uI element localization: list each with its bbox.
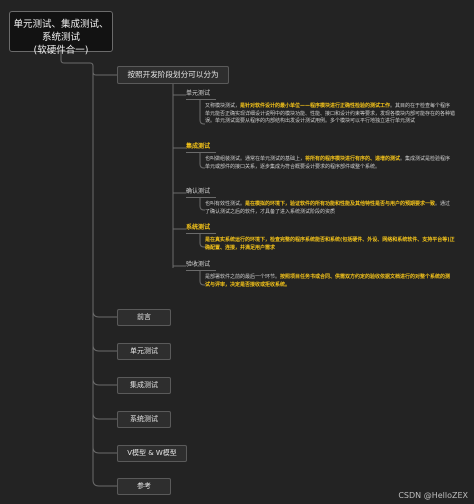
node-v-w-model[interactable]: V模型 & W模型 [117, 445, 187, 462]
highlighted-text: 是在真实系统运行的环境下，检查完整的程序系统能否和系统(包括硬件、外设、网络和系… [205, 237, 455, 251]
desc-text: 是部署软件之前的最后一个环节。 [205, 274, 281, 280]
root-subtitle: (软硬件合一) [33, 45, 89, 56]
node-preface[interactable]: 前言 [117, 309, 171, 326]
tag-system-test[interactable]: 系统测试 [186, 224, 211, 231]
highlighted-text: 是在模拟的环境下，验证软件的所有功能和性能及其他特性是否与用户的预期要求一致 [245, 201, 436, 207]
node-references[interactable]: 参考 [117, 478, 171, 495]
desc-text: 也叫有效性测试。 [205, 201, 246, 207]
branch-node-by-stage[interactable]: 按照开发阶段划分可以分为 [117, 66, 229, 84]
node-unit-test[interactable]: 单元测试 [117, 343, 171, 360]
node-system-test[interactable]: 系统测试 [117, 411, 171, 428]
tag-acceptance-test[interactable]: 验收测试 [186, 261, 211, 268]
root-title: 单元测试、集成测试、系统测试 [13, 19, 109, 43]
highlighted-text: 按照项目任务书或合同、供需双方约定的验收依据文档进行的对整个系统的测试与评审，决… [205, 274, 451, 288]
tag-integration-test[interactable]: 集成测试 [186, 143, 211, 150]
tag-underline [186, 99, 216, 100]
desc-text: 又称模块测试， [205, 103, 241, 109]
highlighted-text: 是针对软件设计的最小单位——程序模块进行正确性检验的测试工作 [240, 103, 391, 109]
desc-system-test: 是在真实系统运行的环境下，检查完整的程序系统能否和系统(包括硬件、外设、网络和系… [205, 237, 455, 252]
watermark: CSDN @HelloZEX [398, 491, 468, 500]
tag-unit-test[interactable]: 单元测试 [186, 90, 211, 97]
tag-underline [186, 270, 216, 271]
highlighted-text: 将所有的程序模块进行有序的、递增的测试 [305, 156, 401, 162]
node-integration-test[interactable]: 集成测试 [117, 377, 171, 394]
desc-text: 。集成测试是检验程序单元或部件的接口关系，逐步集成为符合概要设计要求的程序部件或… [205, 156, 451, 170]
tag-acceptance-validation-test[interactable]: 确认测试 [186, 188, 211, 195]
desc-text: 。其目的在于检查每个程序单元能否正确实现详细设计说明中的模块功能、性能、接口和设… [205, 103, 456, 124]
tag-underline [186, 197, 216, 198]
tag-underline [186, 233, 216, 234]
desc-validation-test: 也叫有效性测试。是在模拟的环境下，验证软件的所有功能和性能及其他特性是否与用户的… [205, 201, 455, 216]
desc-integration-test: 也叫做组装测试。通常在单元测试的基础上，将所有的程序模块进行有序的、递增的测试。… [205, 156, 455, 171]
desc-unit-test: 又称模块测试，是针对软件设计的最小单位——程序模块进行正确性检验的测试工作。其目… [205, 103, 455, 126]
tag-underline [186, 152, 216, 153]
desc-acceptance-test: 是部署软件之前的最后一个环节。按照项目任务书或合同、供需双方约定的验收依据文档进… [205, 274, 455, 289]
root-node[interactable]: 单元测试、集成测试、系统测试 (软硬件合一) [9, 11, 113, 56]
desc-text: 。通过了确认测试之后的软件，才具备了进入系统测试阶段的资质 [205, 201, 451, 215]
desc-text: 也叫做组装测试。通常在单元测试的基础上， [205, 156, 306, 162]
